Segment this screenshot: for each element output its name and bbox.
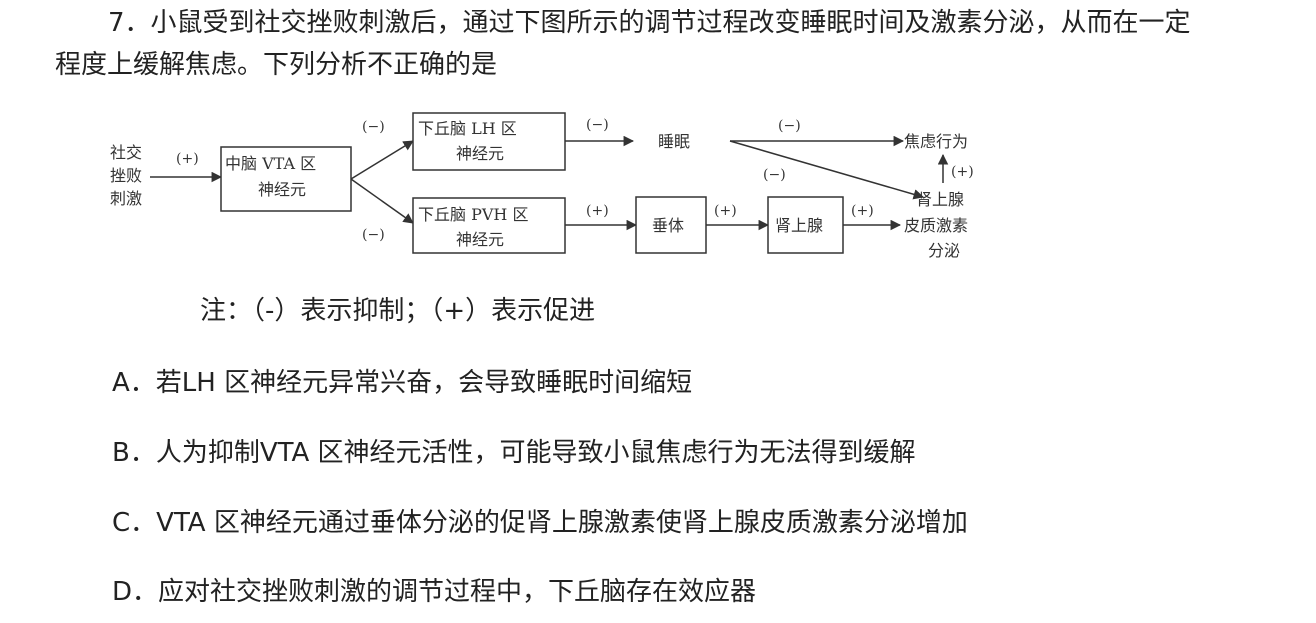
pituitary-label: 垂体	[652, 216, 684, 235]
sign-adrenal-hormone: (+)	[851, 203, 874, 219]
pvh-box	[412, 197, 566, 254]
sleep-label: 睡眠	[658, 132, 690, 151]
stimulus-label-3: 刺激	[110, 189, 142, 208]
vta-box-line2: 神经元	[258, 180, 306, 199]
arrow-vta-to-lh	[350, 140, 414, 180]
vta-box-line1: 中脑 VTA 区	[225, 154, 316, 173]
pvh-box-line1: 下丘脑 PVH 区	[418, 205, 528, 224]
diagram-note: 注：（-）表示抑制；（+）表示促进	[200, 296, 596, 326]
sign-sleep-anxiety: (−)	[778, 118, 801, 134]
hormone-label-1: 肾上腺	[916, 190, 964, 209]
pvh-box-line2: 神经元	[456, 230, 504, 249]
option-d[interactable]: D．应对社交挫败刺激的调节过程中，下丘脑存在效应器	[112, 577, 757, 607]
stimulus-label-2: 挫败	[110, 166, 142, 185]
option-c[interactable]: C．VTA 区神经元通过垂体分泌的促肾上腺激素使肾上腺皮质激素分泌增加	[112, 508, 968, 538]
regulation-diagram: 社交 挫败 刺激 (+) 中脑 VTA 区 神经元 (−) (−) 下丘脑 LH…	[110, 112, 974, 260]
sign-vta-lh: (−)	[362, 119, 385, 135]
sign-pituitary-adrenal: (+)	[714, 203, 737, 219]
question-stem-line1: 7．小鼠受到社交挫败刺激后，通过下图所示的调节过程改变睡眠时间及激素分泌，从而在…	[108, 8, 1191, 38]
adrenal-label: 肾上腺	[775, 216, 823, 235]
question-stem-line2: 程度上缓解焦虑。下列分析不正确的是	[55, 50, 498, 80]
lh-box-line2: 神经元	[456, 144, 504, 163]
sign-lh-sleep: (−)	[586, 117, 609, 133]
sign-stimulus-vta: (+)	[176, 151, 199, 167]
sign-hormone-anxiety: (+)	[951, 164, 974, 180]
anxiety-label: 焦虑行为	[904, 132, 968, 151]
sign-vta-pvh: (−)	[362, 227, 385, 243]
lh-box	[412, 112, 566, 171]
sign-sleep-hormone: (−)	[763, 167, 786, 183]
hormone-label-3: 分泌	[928, 241, 960, 260]
arrow-vta-to-pvh	[350, 178, 414, 224]
stimulus-label-1: 社交	[110, 143, 142, 162]
arrow-sleep-to-hormone	[729, 140, 925, 200]
sign-pvh-pituitary: (+)	[586, 203, 609, 219]
option-b[interactable]: B．人为抑制VTA 区神经元活性，可能导致小鼠焦虑行为无法得到缓解	[112, 438, 916, 468]
option-a[interactable]: A．若LH 区神经元异常兴奋，会导致睡眠时间缩短	[112, 368, 693, 398]
hormone-label-2: 皮质激素	[904, 216, 968, 235]
adrenal-box	[767, 196, 844, 254]
lh-box-line1: 下丘脑 LH 区	[418, 119, 517, 138]
